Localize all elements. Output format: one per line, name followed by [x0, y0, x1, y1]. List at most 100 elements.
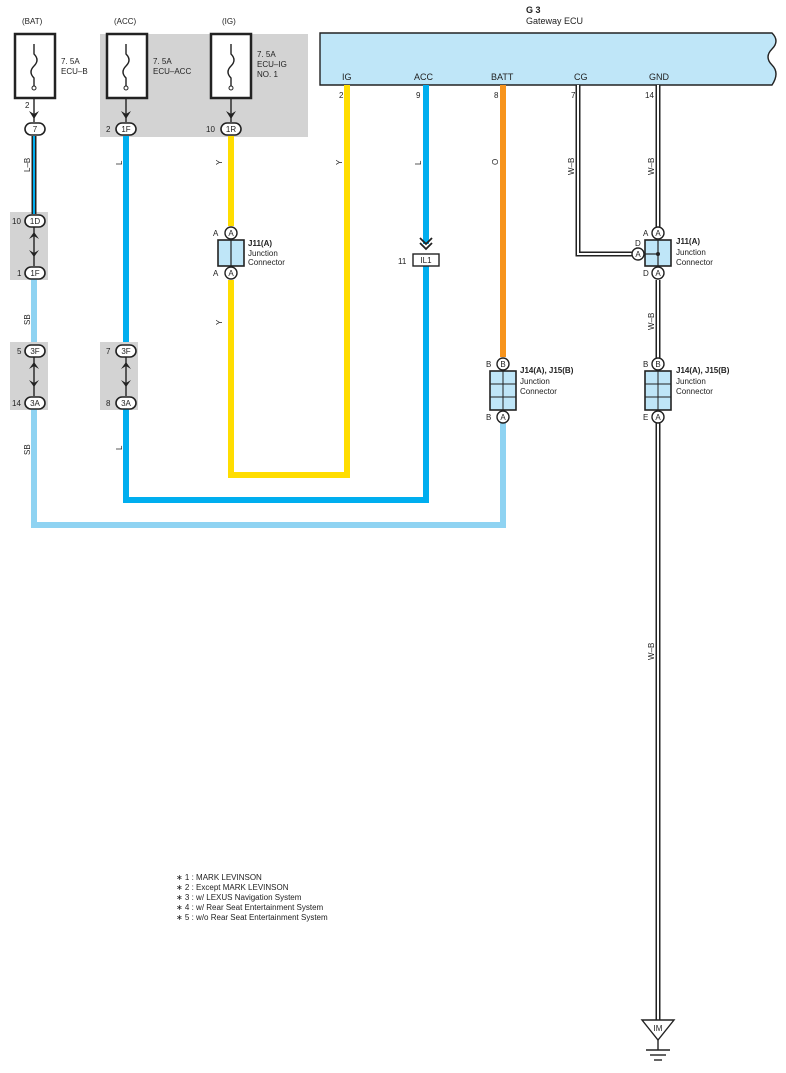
svg-text:11: 11 — [398, 257, 407, 266]
svg-text:D: D — [643, 269, 649, 278]
connector-bat-3a: 14 3A — [12, 396, 46, 410]
ground-im-icon: IM — [640, 1019, 676, 1061]
svg-text:Connector: Connector — [676, 258, 713, 267]
svg-text:Junction: Junction — [248, 249, 278, 258]
svg-text:A: A — [655, 413, 661, 422]
wire-label-gnd-wb-2: W–B — [647, 313, 656, 330]
wire-label-sb-1: SB — [23, 314, 32, 325]
wire-label-acc-l-2: L — [115, 445, 124, 450]
svg-text:1: 1 — [17, 269, 22, 278]
svg-text:B: B — [655, 360, 660, 369]
svg-text:Connector: Connector — [248, 258, 285, 267]
arrow-bat — [29, 111, 39, 119]
svg-text:10: 10 — [206, 125, 215, 134]
wire-label-ig-y-1: Y — [215, 159, 224, 165]
svg-text:Junction: Junction — [676, 377, 706, 386]
svg-text:B: B — [486, 360, 491, 369]
wire-ecu-cg — [575, 85, 632, 257]
svg-text:J11(A): J11(A) — [676, 237, 700, 246]
note-1: ∗ 1 : MARK LEVINSON — [176, 873, 262, 882]
fuse-acc-rating: 7. 5A — [153, 57, 172, 66]
note-2: ∗ 2 : Except MARK LEVINSON — [176, 883, 289, 892]
svg-text:A: A — [213, 269, 219, 278]
svg-text:Connector: Connector — [520, 387, 557, 396]
note-5: ∗ 5 : w/o Rear Seat Entertainment System — [176, 913, 328, 922]
connector-il1: 11 IL1 — [398, 237, 440, 267]
svg-text:A: A — [228, 269, 234, 278]
svg-text:14: 14 — [12, 399, 21, 408]
ecu-pin-gnd: 14 — [645, 91, 654, 100]
ecu-terminal-ig: IG — [342, 72, 352, 82]
svg-text:J14(A), J15(B): J14(A), J15(B) — [520, 366, 574, 375]
svg-text:A: A — [655, 229, 661, 238]
connector-bat-3f: 5 3F — [17, 344, 46, 358]
junction-j14-gnd: B B E A J14(A), J15(B) Junction Connecto… — [643, 357, 730, 424]
svg-text:3F: 3F — [30, 347, 39, 356]
svg-text:A: A — [213, 229, 219, 238]
svg-text:A: A — [228, 229, 234, 238]
junction-j14-batt: B B B A J14(A), J15(B) Junction Connecto… — [486, 357, 574, 424]
fuse-ecu-b — [13, 32, 57, 122]
wire-label-ecu-wb-cg: W–B — [567, 158, 576, 175]
connector-ig-1r: 10 1R — [206, 122, 242, 136]
svg-text:2: 2 — [106, 125, 111, 134]
svg-text:B: B — [500, 360, 505, 369]
svg-text:B: B — [643, 360, 648, 369]
wire-label-ecu-wb-gnd: W–B — [647, 158, 656, 175]
svg-text:IM: IM — [654, 1024, 663, 1033]
svg-text:5: 5 — [17, 347, 22, 356]
fuse-bat-name: ECU–B — [61, 67, 88, 76]
svg-text:Junction: Junction — [676, 248, 706, 257]
connector-bat-1f: 1 1F — [17, 266, 46, 280]
svg-text:E: E — [643, 413, 648, 422]
fuse-ig-name2: NO. 1 — [257, 70, 278, 79]
wire-acc-l-2 — [123, 266, 429, 503]
fuse-bat-rating: 7. 5A — [61, 57, 80, 66]
note-3: ∗ 3 : w/ LEXUS Navigation System — [176, 893, 302, 902]
wire-bat-sb-2 — [31, 409, 506, 528]
ecu-name: Gateway ECU — [526, 16, 583, 26]
ecu-pin-batt: 8 — [494, 91, 499, 100]
source-ig-label: (IG) — [222, 17, 236, 26]
wire-label-acc-l-1: L — [115, 160, 124, 165]
source-acc-label: (ACC) — [114, 17, 137, 26]
svg-text:7: 7 — [33, 125, 38, 134]
svg-text:Junction: Junction — [520, 377, 550, 386]
connector-acc-1f: 2 1F — [106, 122, 137, 136]
fuse-ig-name: ECU–IG — [257, 60, 287, 69]
ecu-terminal-batt: BATT — [491, 72, 514, 82]
svg-text:J11(A): J11(A) — [248, 239, 272, 248]
svg-text:Connector: Connector — [676, 387, 713, 396]
wire-label-sb-2: SB — [23, 444, 32, 455]
wire-label-ig-y-2: Y — [215, 319, 224, 325]
ecu-pin-ig: 2 — [339, 91, 344, 100]
svg-text:10: 10 — [12, 217, 21, 226]
svg-text:3A: 3A — [121, 399, 131, 408]
fuse-ecu-ig-no1 — [209, 32, 253, 122]
ecu-terminal-gnd: GND — [649, 72, 670, 82]
connector-acc-3f: 7 3F — [106, 344, 137, 358]
svg-text:1D: 1D — [30, 217, 40, 226]
junction-j11-gnd: A A D A D A J11(A) Junction Connector — [631, 226, 713, 280]
source-bat-label: (BAT) — [22, 17, 43, 26]
ecu-pin-acc: 9 — [416, 91, 421, 100]
svg-text:IL1: IL1 — [420, 256, 432, 265]
fuse-ecu-acc — [105, 32, 149, 122]
svg-text:A: A — [635, 250, 641, 259]
svg-text:1F: 1F — [121, 125, 130, 134]
connector-bat-1d: 10 1D — [12, 214, 46, 228]
wire-label-lb: L–B — [23, 158, 32, 172]
svg-text:J14(A), J15(B): J14(A), J15(B) — [676, 366, 730, 375]
svg-text:D: D — [635, 239, 641, 248]
svg-text:A: A — [643, 229, 649, 238]
svg-text:7: 7 — [106, 347, 111, 356]
wire-ig-y-2 — [228, 85, 350, 478]
wire-label-ecu-y: Y — [335, 159, 344, 165]
wire-label-gnd-wb-3: W–B — [647, 643, 656, 660]
arrow-ig — [226, 111, 236, 119]
connector-bat-7: 7 — [24, 122, 46, 136]
svg-text:A: A — [655, 269, 661, 278]
wire-label-ecu-o: O — [491, 159, 500, 165]
arrow-acc — [121, 111, 131, 119]
